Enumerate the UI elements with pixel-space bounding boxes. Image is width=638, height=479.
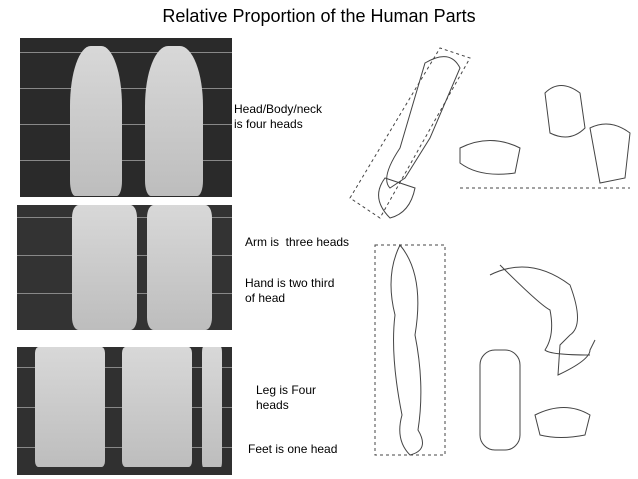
photo-full-body-front-back [20, 38, 232, 197]
photo-torso-arms [17, 205, 232, 330]
label-arm: Arm is three heads [245, 235, 350, 249]
label-leg: Leg is Four heads [256, 383, 317, 412]
label-head-body-neck: Head/Body/neck is four heads [234, 102, 323, 131]
arm-hand-sketch [349, 47, 631, 219]
leg-foot-sketch [374, 244, 596, 456]
label-feet: Feet is one head [248, 442, 338, 456]
slide-title: Relative Proportion of the Human Parts [162, 6, 476, 26]
label-hand: Hand is two third of head [245, 276, 335, 305]
photo-legs [17, 347, 232, 475]
